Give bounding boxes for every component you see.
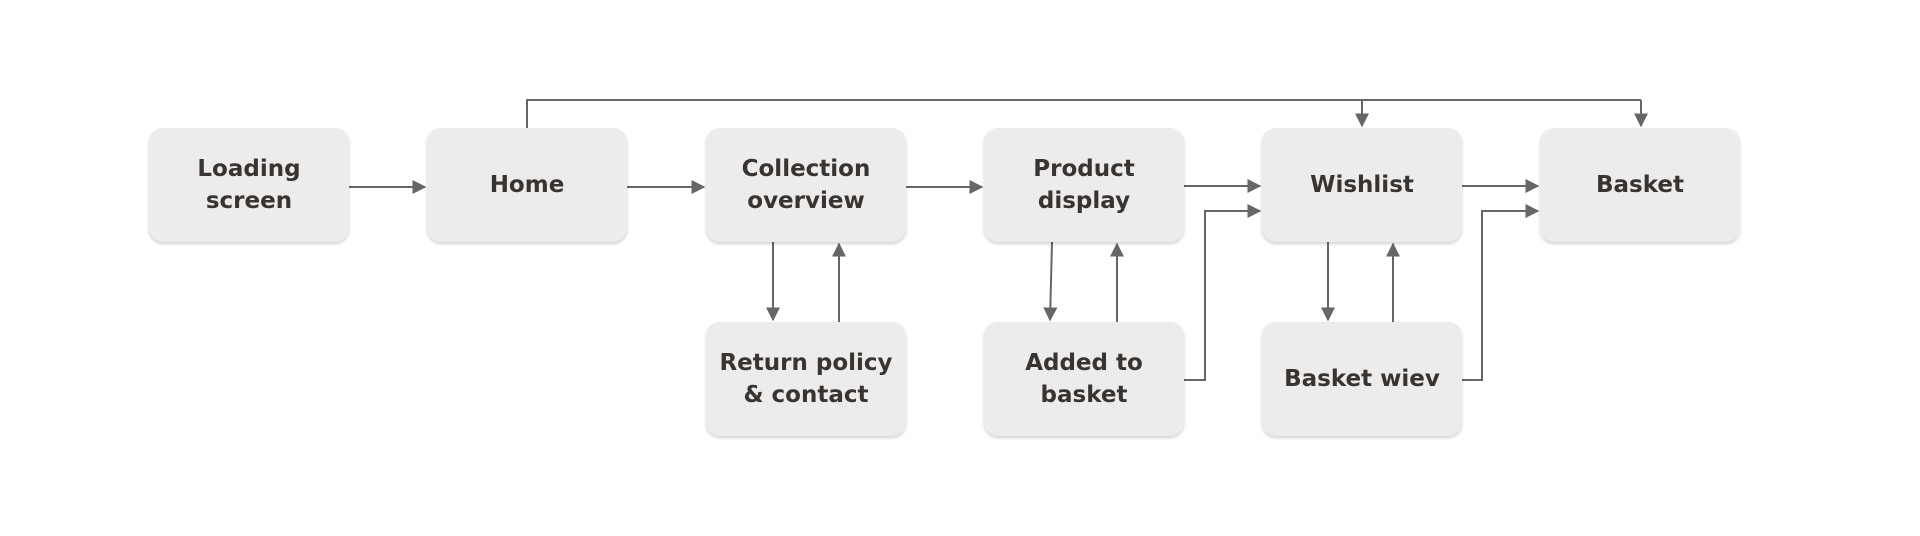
node-return-policy: Return policy & contact (706, 322, 906, 436)
edge-product-added (1043, 241, 1058, 322)
edge-home-top-line (526, 99, 1641, 128)
node-label: Collection overview (741, 156, 871, 214)
edge-added-wishlist (1184, 204, 1262, 381)
node-label: Basket (1595, 172, 1684, 198)
node-label: Wishlist (1310, 172, 1414, 198)
node-loading-screen: Loading screen (149, 128, 349, 242)
node-label: Product display (1033, 156, 1135, 214)
node-product-display: Product display (984, 128, 1184, 242)
node-collection-overview: Collection overview (706, 128, 906, 242)
node-wishlist: Wishlist (1262, 128, 1462, 242)
node-label: Basket wiev (1284, 366, 1440, 392)
node-basket-view: Basket wiev (1262, 322, 1462, 436)
node-home: Home (427, 128, 627, 242)
edge-bview-basket (1462, 204, 1540, 381)
node-label: Loading screen (197, 156, 301, 214)
node-added-to-basket: Added to basket (984, 322, 1184, 436)
node-label: Return policy & contact (719, 350, 893, 408)
node-label: Home (489, 172, 565, 198)
node-label: Added to basket (1025, 350, 1143, 408)
node-basket: Basket (1540, 128, 1740, 242)
